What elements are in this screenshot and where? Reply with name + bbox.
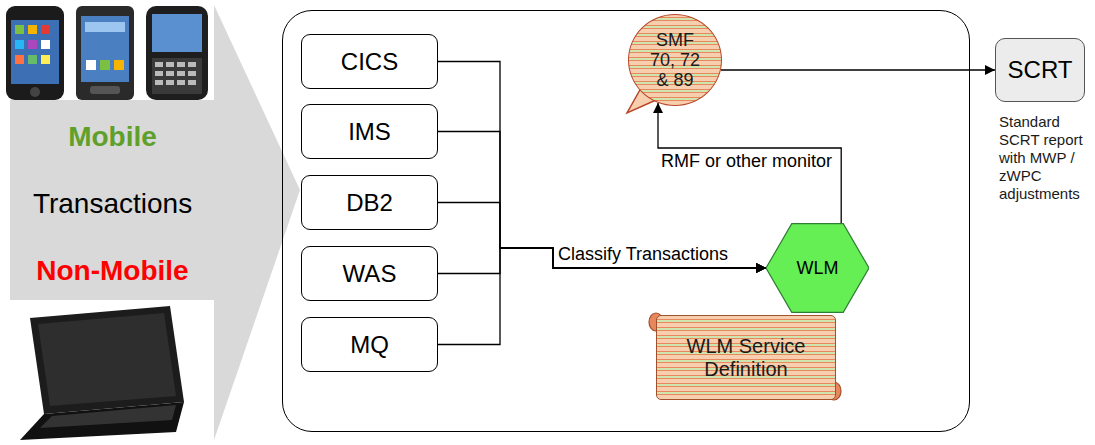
band-heading: Non-Mobile <box>36 254 188 288</box>
subsystem-name: IMS <box>348 118 391 146</box>
smf-label: SMF 70, 72 & 89 <box>647 30 703 90</box>
system-frame: CICS IMS DB2WAS MQ SMF 70, 72 & 89 WLM WLM Ser… <box>282 10 970 432</box>
connector-arrow <box>438 203 766 269</box>
transaction-band: MobileTransactionsNon-Mobile <box>10 100 215 300</box>
laptop-icon <box>20 306 184 440</box>
wlm-label: WLM <box>797 257 839 279</box>
scrt-box: SCRT <box>995 38 1085 102</box>
subsystem-name: DB2 <box>346 189 393 217</box>
subsystem-name: MQ <box>350 331 389 359</box>
smf-bubble: SMF 70, 72 & 89 <box>628 14 722 106</box>
subsystem-box: IMS <box>301 104 438 159</box>
connector-arrow <box>721 69 995 70</box>
scroll-curls <box>649 313 841 400</box>
subsystem-name: CICS <box>341 48 398 76</box>
band-heading: Mobile <box>68 120 157 154</box>
scroll-label: WLM Service Definition <box>676 335 816 381</box>
chevron-wedge <box>214 5 300 440</box>
subsystem-name: WAS <box>343 260 397 288</box>
subsystem-box: MQ <box>301 317 438 372</box>
scrt-node: SCRT Standard SCRT report with MWP / zWPC… <box>995 38 1090 238</box>
phone-icons <box>6 6 208 100</box>
connector-label: Classify Transactions <box>556 244 730 264</box>
subsystem-box: DB2 <box>301 175 438 230</box>
band-heading: Transactions <box>33 187 192 221</box>
service-definition-scroll: WLM Service Definition <box>656 315 836 400</box>
subsystem-box: CICS <box>301 34 438 89</box>
connector-label: RMF or other monitor <box>659 151 834 171</box>
scrt-description: Standard SCRT report with MWP / zWPC adj… <box>995 113 1088 203</box>
subsystem-box: WAS <box>301 246 438 301</box>
connector-arrow <box>658 103 841 223</box>
scrt-title: SCRT <box>1008 56 1073 84</box>
wlm-hexagon: WLM <box>766 223 869 313</box>
